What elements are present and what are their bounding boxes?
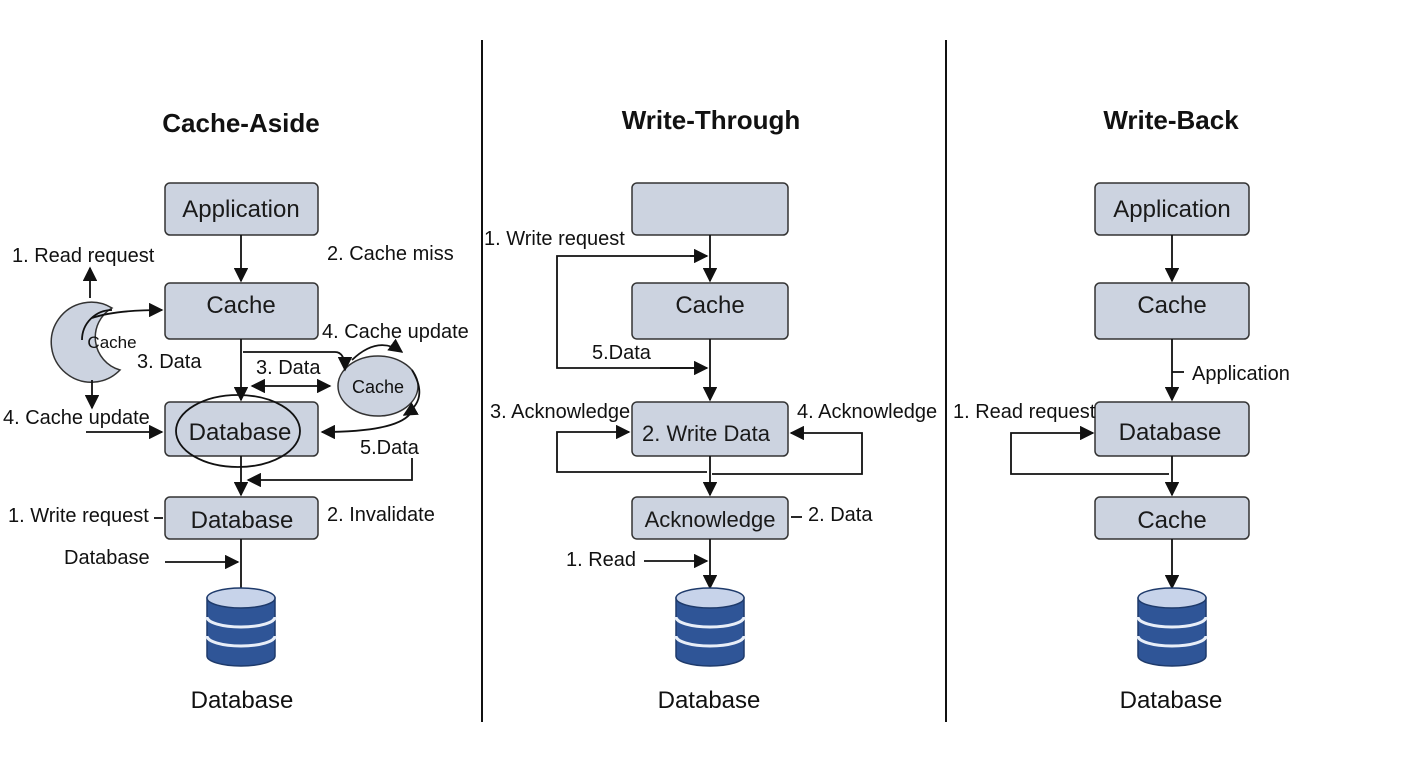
right-cache-label: Cache: [352, 377, 404, 397]
write-request-loop: [556, 255, 707, 369]
label-application: Application: [1192, 363, 1290, 385]
database-cylinder-icon: [674, 586, 746, 668]
cache-box-bottom-label: Cache: [1137, 507, 1206, 534]
cache-box-label: Cache: [206, 292, 275, 319]
label-cache-update-left: 4. Cache update: [3, 407, 150, 429]
label-write-request: 1. Write request: [8, 505, 149, 527]
database-box-label: Database: [189, 419, 292, 446]
database-box-label: Database: [1119, 419, 1222, 446]
left-cache-crescent: [50, 301, 122, 383]
label-data-left: 3. Data: [137, 351, 202, 373]
label-invalidate: 2. Invalidate: [327, 504, 435, 526]
label-write-request: 1. Write request: [484, 228, 625, 250]
arrow-ack-4-loop: [712, 425, 863, 475]
empty-top-box: [631, 182, 789, 236]
arrow-data-5: [246, 458, 413, 488]
label-read-request: 1. Read request: [953, 401, 1096, 423]
label-cache-update-right: 4. Cache update: [322, 321, 469, 343]
cache-box-top-label: Cache: [1137, 292, 1206, 319]
panel-title: Write-Through: [622, 105, 801, 135]
cache-update-arrow: [351, 338, 404, 361]
label-read: 1. Read: [566, 549, 636, 571]
database-caption: Database: [658, 687, 761, 714]
arrow-cache-to-database: [320, 413, 411, 440]
arrow-ack-3-loop: [556, 424, 707, 473]
label-database-side: Database: [64, 547, 150, 569]
cache-loop-arrow: [402, 369, 421, 416]
arrow-to-cache: [91, 302, 164, 319]
panel-title: Cache-Aside: [162, 108, 320, 138]
application-box-label: Application: [1113, 196, 1230, 223]
left-cache-arc: [81, 309, 113, 341]
label-acknowledge-3: 3. Acknowledge: [490, 401, 630, 423]
panel-write-back: Write-Back Application Cache Database Ca…: [953, 105, 1290, 714]
application-box-label: Application: [182, 196, 299, 223]
database-caption: Database: [1120, 687, 1223, 714]
label-cache-miss: 2. Cache miss: [327, 243, 454, 265]
label-read-request: 1. Read request: [12, 245, 155, 267]
panel-cache-aside: Cache-Aside Application Cache Database D…: [3, 108, 469, 714]
database-cylinder-icon: [1136, 586, 1208, 668]
database-box-2-label: Database: [191, 507, 294, 534]
panel-write-through: Write-Through Cache 2. Write Data Acknow…: [484, 105, 937, 714]
arrow-read-request-loop: [1010, 425, 1169, 475]
arrow-to-right-cache: [243, 351, 353, 372]
label-data-mid: 3. Data: [256, 357, 321, 379]
database-caption: Database: [191, 687, 294, 714]
label-data-5: 5.Data: [360, 437, 420, 459]
database-cylinder-icon: [205, 586, 277, 668]
acknowledge-box-label: Acknowledge: [645, 507, 776, 532]
label-data-5: 5.Data: [592, 342, 652, 364]
write-data-box-label: 2. Write Data: [642, 421, 771, 446]
left-cache-label: Cache: [87, 333, 136, 352]
label-acknowledge-4: 4. Acknowledge: [797, 401, 937, 423]
cache-box-label: Cache: [675, 292, 744, 319]
label-data-2: 2. Data: [808, 504, 873, 526]
panel-title: Write-Back: [1103, 105, 1239, 135]
